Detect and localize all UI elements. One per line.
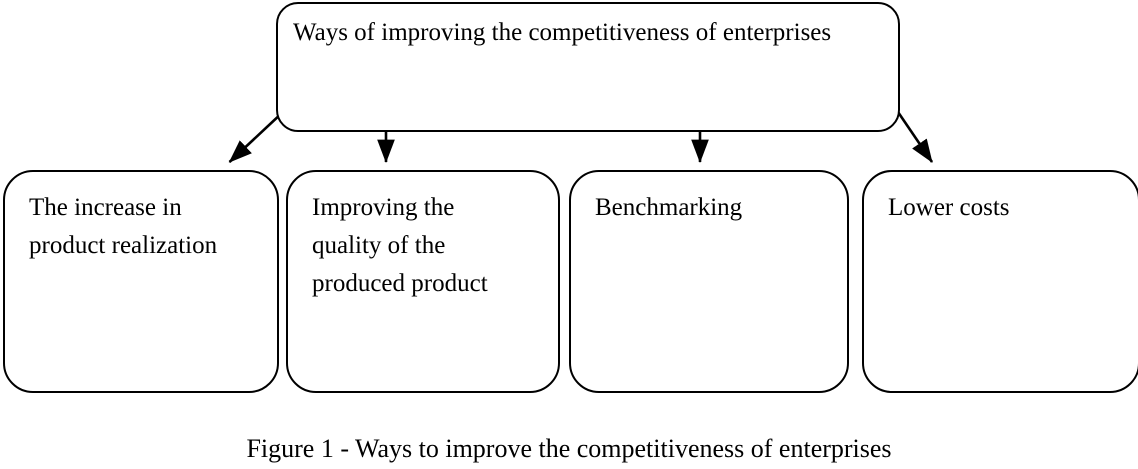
connector-root-to-lowercost: [896, 111, 934, 163]
connector-root-to-increase: [228, 111, 284, 163]
node-benchmark-label: Benchmarking: [595, 194, 743, 221]
node-benchmarking: Benchmarking: [569, 170, 849, 393]
node-increase-label: The increase in product realization: [29, 194, 218, 259]
node-improving-the-quality-of-the-produced-product: Improving the quality of the produced pr…: [286, 170, 560, 393]
node-root-label: Ways of improving the competitiveness of…: [293, 19, 832, 46]
node-lowercost-label: Lower costs: [888, 194, 1010, 221]
figure-caption: Figure 1 - Ways to improve the competiti…: [246, 434, 892, 463]
node-root-ways-of-improving: Ways of improving the competitiveness of…: [276, 2, 900, 132]
node-lower-costs: Lower costs: [862, 170, 1138, 393]
node-quality-label: Improving the quality of the produced pr…: [312, 194, 488, 297]
node-the-increase-in-product-realization: The increase in product realization: [3, 170, 279, 393]
